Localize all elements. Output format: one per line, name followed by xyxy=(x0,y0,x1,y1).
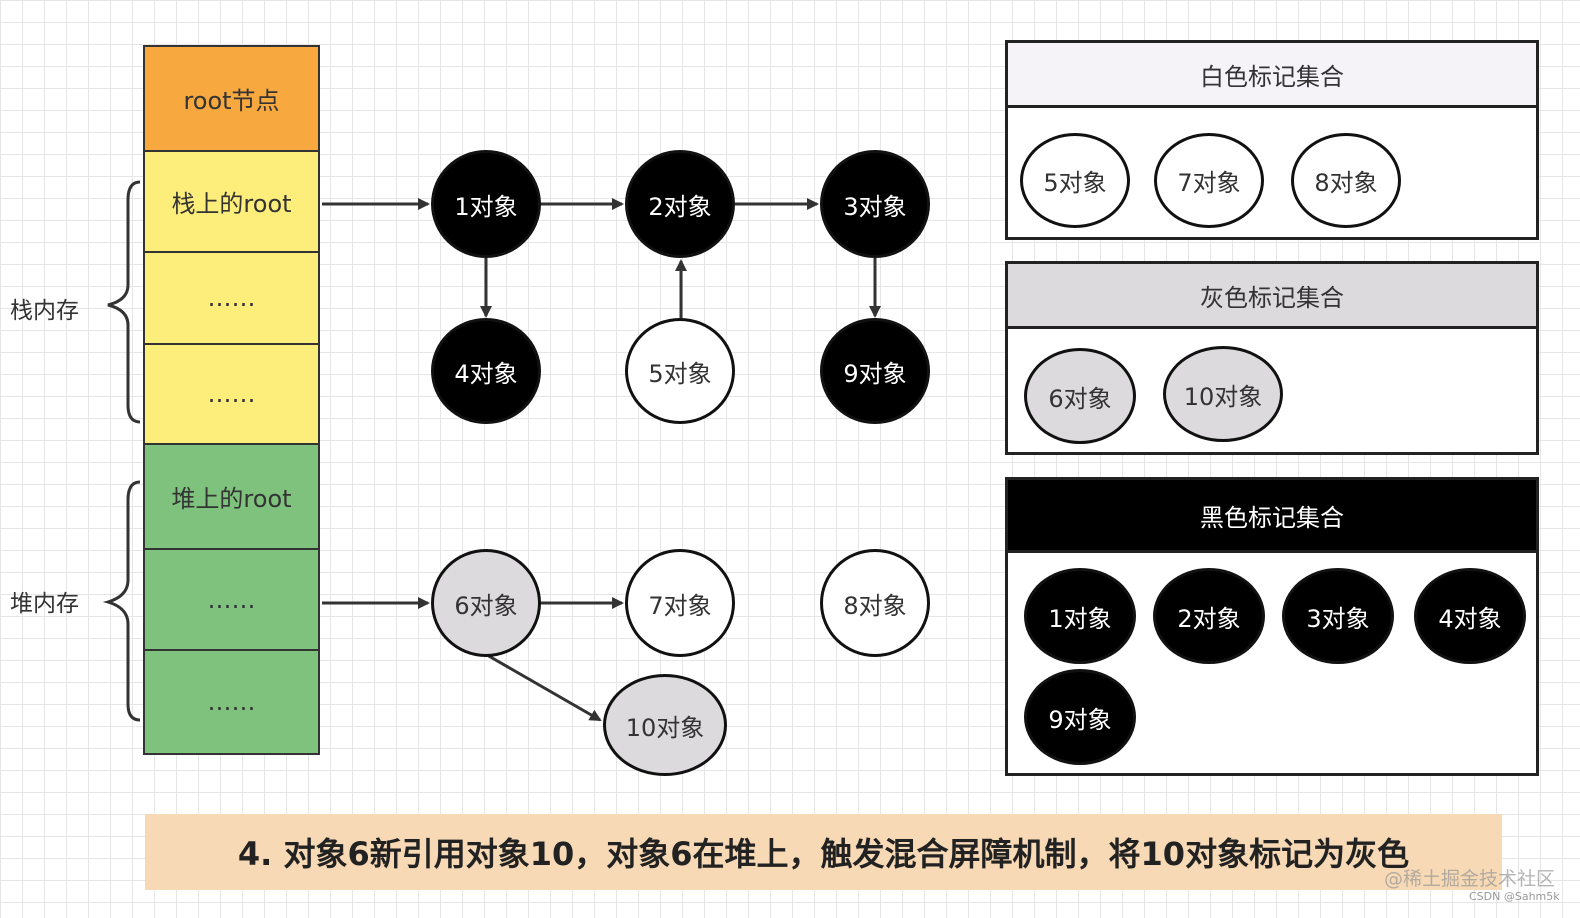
object-4-node: 4对象 xyxy=(431,318,541,424)
black-mark-set-panel: 黑色标记集合 1对象 2对象 3对象 4对象 9对象 xyxy=(1005,477,1539,776)
object-5-node: 5对象 xyxy=(625,318,735,424)
white-set-item: 5对象 xyxy=(1020,133,1130,228)
black-set-title: 黑色标记集合 xyxy=(1008,480,1536,553)
root-node-cell: root节点 xyxy=(143,45,320,152)
heap-placeholder-cell-1: …… xyxy=(143,548,320,651)
heap-root-cell: 堆上的root xyxy=(143,443,320,550)
object-6-node: 6对象 xyxy=(431,549,541,657)
black-set-item: 1对象 xyxy=(1024,568,1136,664)
gray-set-item: 6对象 xyxy=(1024,348,1136,444)
black-set-item: 9对象 xyxy=(1024,669,1136,765)
arrow-6-to-10 xyxy=(486,653,602,722)
heap-placeholder-cell-2: …… xyxy=(143,649,320,755)
heap-memory-label: 堆内存 xyxy=(10,591,79,617)
stack-placeholder-cell-1: …… xyxy=(143,251,320,345)
stack-placeholder-cell-2: …… xyxy=(143,343,320,445)
object-7-node: 7对象 xyxy=(625,549,735,657)
stack-root-cell: 栈上的root xyxy=(143,150,320,253)
watermark-csdn: CSDN @Sahm5k xyxy=(1469,890,1560,903)
step-caption: 4. 对象6新引用对象10，对象6在堆上，触发混合屏障机制，将10对象标记为灰色 xyxy=(145,814,1502,890)
black-set-item: 4对象 xyxy=(1414,568,1526,664)
stack-memory-label: 栈内存 xyxy=(10,298,79,324)
black-set-item: 3对象 xyxy=(1282,568,1394,664)
white-set-item: 8对象 xyxy=(1291,133,1401,228)
object-9-node: 9对象 xyxy=(820,318,930,424)
heap-brace xyxy=(102,480,141,722)
black-set-item: 2对象 xyxy=(1153,568,1265,664)
gray-mark-set-panel: 灰色标记集合 6对象 10对象 xyxy=(1005,261,1539,455)
white-set-item: 7对象 xyxy=(1154,133,1264,228)
object-3-node: 3对象 xyxy=(820,150,930,258)
watermark-juejin: @稀土掘金技术社区 xyxy=(1384,868,1556,890)
white-set-title: 白色标记集合 xyxy=(1008,43,1536,108)
gray-set-item: 10对象 xyxy=(1163,346,1283,442)
gray-set-title: 灰色标记集合 xyxy=(1008,264,1536,329)
object-8-node: 8对象 xyxy=(820,549,930,657)
white-mark-set-panel: 白色标记集合 5对象 7对象 8对象 xyxy=(1005,40,1539,240)
object-1-node: 1对象 xyxy=(431,150,541,258)
stack-brace xyxy=(107,180,141,424)
object-10-node: 10对象 xyxy=(603,674,727,776)
object-2-node: 2对象 xyxy=(625,150,735,258)
